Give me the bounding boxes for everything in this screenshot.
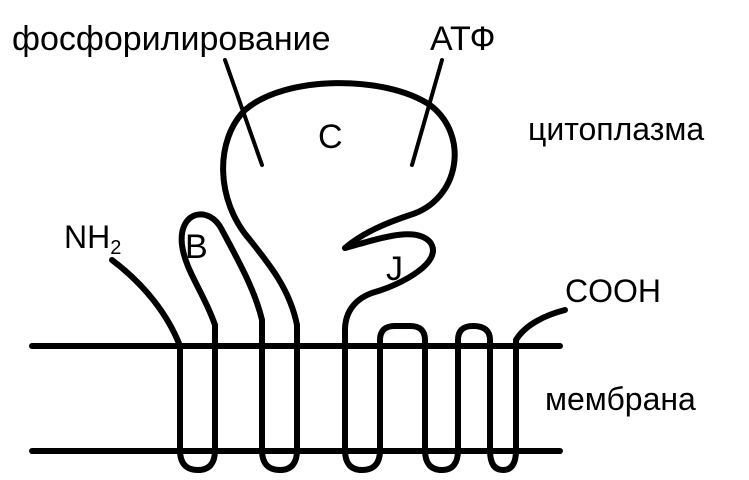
phosphorylation-pointer bbox=[225, 60, 262, 165]
helix-2 bbox=[262, 320, 297, 470]
domain-c-label: C bbox=[318, 118, 343, 156]
phosphorylation-label: фосфорилирование bbox=[12, 20, 331, 58]
nh2-terminus-tail bbox=[112, 260, 180, 346]
cytoplasm-label: цитоплазма bbox=[528, 111, 704, 147]
nh2-label-main: NH bbox=[64, 219, 110, 255]
domain-b-label: B bbox=[185, 228, 208, 266]
cooh-label: COOH bbox=[565, 273, 661, 309]
atp-label: АТФ bbox=[430, 20, 496, 58]
nh2-label-subscript: 2 bbox=[110, 237, 121, 259]
nh2-label: NH2 bbox=[64, 219, 121, 259]
domain-j-label: J bbox=[386, 250, 403, 288]
membrane-label: мембрана bbox=[545, 381, 696, 417]
cooh-terminus-tail bbox=[516, 310, 565, 340]
